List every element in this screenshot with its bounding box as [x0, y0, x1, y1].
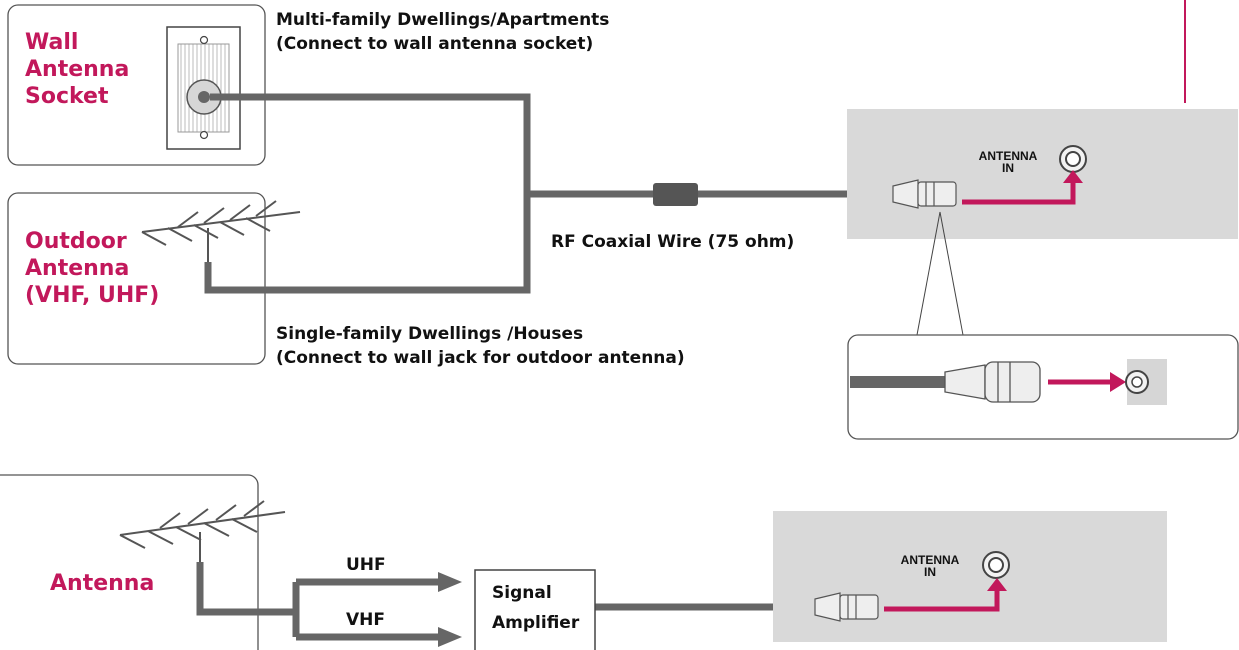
tv-panel-top [847, 109, 1238, 239]
connect-arrow-bottom [884, 588, 1000, 612]
outdoor-antenna-label-line: (VHF, UHF) [25, 283, 160, 308]
multi-family-line1: Multi-family Dwellings/Apartments [276, 10, 610, 30]
signal-amplifier-label: Signal Amplifier [492, 578, 579, 638]
zoom-jack-icon [1125, 359, 1167, 405]
rf-coaxial-label: RF Coaxial Wire (75 ohm) [551, 232, 795, 252]
coax-connector-top [892, 179, 957, 209]
vhf-label: VHF [346, 610, 385, 630]
uhf-label: UHF [346, 555, 386, 575]
vhf-arrow-head [438, 627, 462, 647]
coax-connector-bottom [814, 592, 879, 622]
outdoor-antenna-label-line: Antenna [25, 256, 130, 281]
connect-arrow-top [962, 180, 1076, 205]
outdoor-antenna-box [7, 192, 266, 365]
tv-panel-bottom [773, 511, 1167, 642]
antenna-in-line2: IN [1002, 161, 1014, 175]
antenna-box-bottom [0, 474, 259, 650]
antenna-in-jack-icon [1059, 145, 1087, 173]
antenna-icon-bottom [119, 500, 286, 562]
wall-socket-label: Wall Antenna Socket [25, 29, 129, 110]
antenna-in-label-bottom: ANTENNA IN [890, 554, 970, 578]
wall-socket-label-line: Wall [25, 30, 79, 55]
outdoor-antenna-label-line: Outdoor [25, 229, 127, 254]
uhf-arrow-head [438, 572, 462, 592]
arrow-head-zoom [1110, 372, 1126, 392]
antenna-label-bottom: Antenna [50, 571, 155, 596]
single-family-line2: (Connect to wall jack for outdoor antenn… [276, 348, 685, 368]
top-cables [204, 93, 910, 294]
multi-family-line2: (Connect to wall antenna socket) [276, 34, 594, 54]
wall-socket-label-line: Antenna [25, 57, 130, 82]
antenna-in-line2: IN [924, 565, 936, 579]
ferrite-bead [653, 183, 698, 206]
single-family-label: Single-family Dwellings /Houses (Connect… [276, 322, 685, 370]
single-family-line1: Single-family Dwellings /Houses [276, 324, 584, 344]
zoom-line-right [939, 211, 964, 336]
outdoor-antenna-label: Outdoor Antenna (VHF, UHF) [25, 228, 159, 309]
wall-socket-label-line: Socket [25, 84, 109, 109]
multi-family-label: Multi-family Dwellings/Apartments (Conne… [276, 8, 609, 56]
signal-amplifier-box [474, 569, 596, 650]
antenna-in-line1: ANTENNA [978, 149, 1038, 163]
coax-connector-zoom [944, 361, 1041, 403]
antenna-in-jack-icon-bottom [982, 551, 1010, 579]
antenna-in-line1: ANTENNA [900, 553, 960, 567]
outdoor-antenna-icon [141, 200, 301, 262]
wall-socket-icon [166, 26, 241, 150]
signal-amplifier-line1: Signal [492, 583, 552, 603]
antenna-in-label-top: ANTENNA IN [968, 150, 1048, 174]
arrow-head-top [1063, 170, 1083, 183]
arrow-head-bottom [987, 578, 1007, 591]
signal-amplifier-line2: Amplifier [492, 613, 580, 633]
zoom-line-left [916, 211, 941, 336]
